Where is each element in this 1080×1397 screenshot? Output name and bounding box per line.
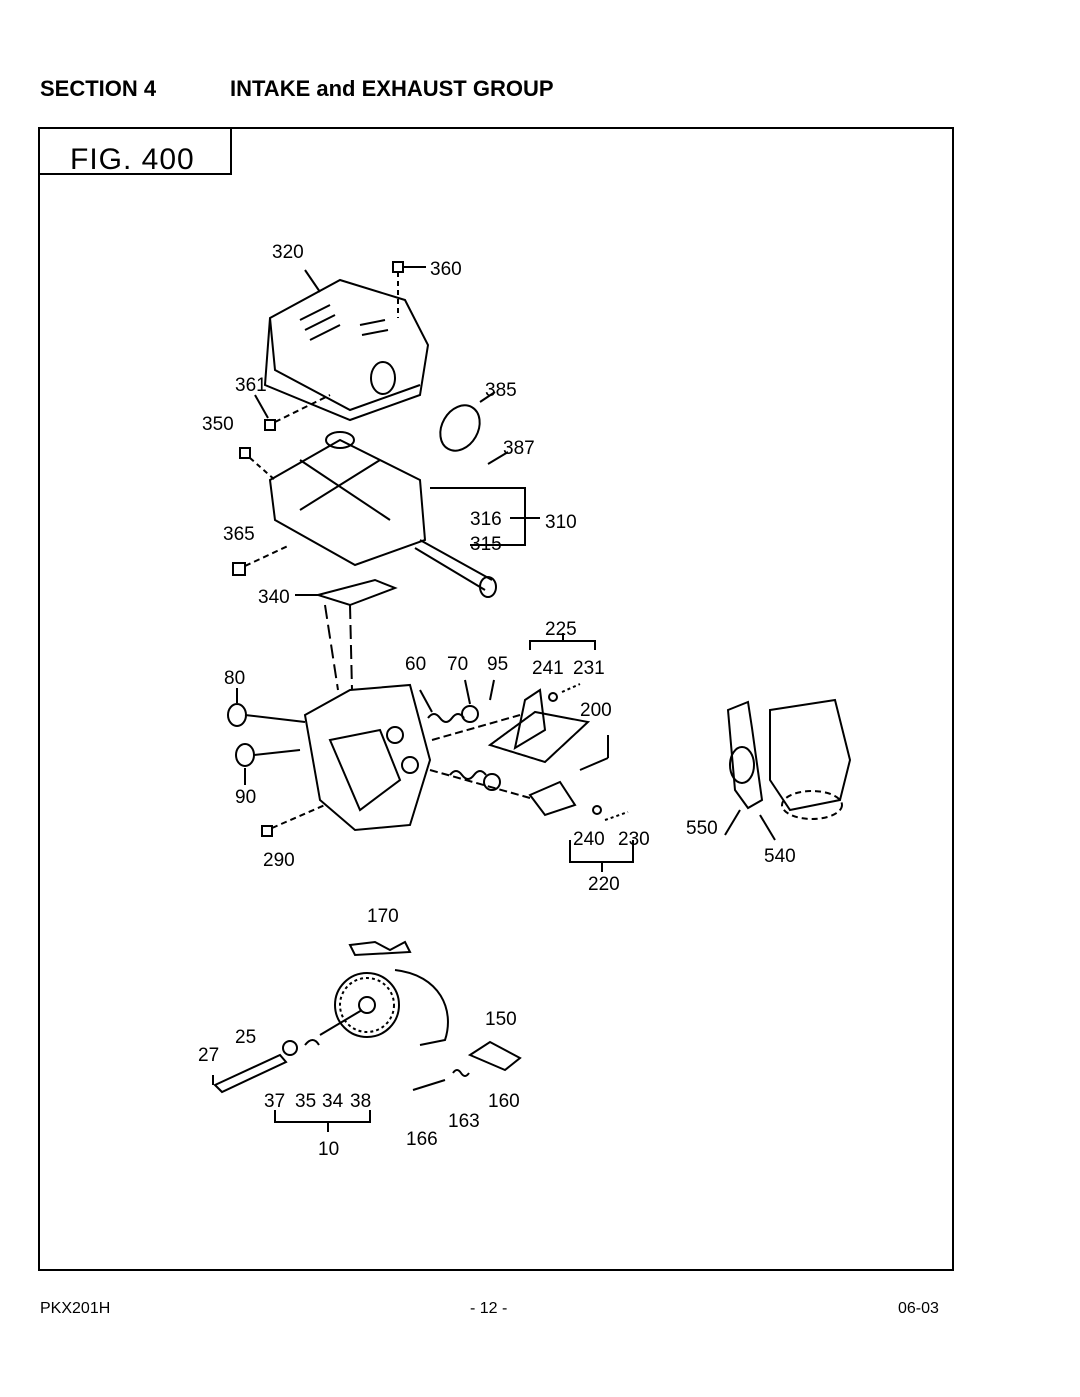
- callout-90: 90: [235, 787, 256, 808]
- section-title: INTAKE and EXHAUST GROUP: [230, 76, 554, 101]
- callout-316: 316: [470, 509, 502, 530]
- callout-550: 550: [686, 818, 718, 839]
- callout-231: 231: [573, 658, 605, 679]
- callout-166: 166: [406, 1129, 438, 1150]
- callout-numbers: 320 360 361 385 350 387 316 310 365 315 …: [198, 242, 796, 1160]
- section-number: SECTION 4: [40, 76, 157, 101]
- footer-model: PKX201H: [40, 1300, 111, 1317]
- exhaust-gasket: [295, 578, 398, 607]
- callout-240: 240: [573, 829, 605, 850]
- callout-10: 10: [318, 1139, 339, 1160]
- callout-95: 95: [487, 654, 508, 675]
- callout-385: 385: [485, 380, 517, 401]
- callout-80: 80: [224, 668, 245, 689]
- callout-70: 70: [447, 654, 468, 675]
- carburetor: [724, 698, 852, 841]
- intake-valve: [227, 688, 306, 727]
- callout-150: 150: [485, 1009, 517, 1030]
- figure-frame: FIG. 400: [38, 127, 954, 1271]
- figure-label-box: FIG. 400: [40, 129, 232, 176]
- callout-37: 37: [264, 1091, 285, 1112]
- callout-60: 60: [405, 654, 426, 675]
- rocker-arm-assembly: [487, 633, 634, 872]
- callout-361: 361: [235, 375, 267, 396]
- callout-350: 350: [202, 414, 234, 435]
- callout-365: 365: [223, 524, 255, 545]
- callout-230: 230: [618, 829, 650, 850]
- bolt-360: [392, 261, 426, 318]
- tail-pipe: [414, 539, 497, 598]
- muffler-body: [239, 431, 427, 567]
- callout-170: 170: [367, 906, 399, 927]
- callout-340: 340: [258, 587, 290, 608]
- callout-35: 35: [295, 1091, 316, 1112]
- callout-320: 320: [272, 242, 304, 263]
- callout-34: 34: [322, 1091, 344, 1112]
- callout-360: 360: [430, 259, 462, 280]
- bolt-361: [254, 394, 331, 431]
- callout-200: 200: [580, 700, 612, 721]
- footer-page-number: - 12 -: [470, 1300, 508, 1317]
- callout-310: 310: [545, 512, 577, 533]
- callout-27: 27: [198, 1045, 219, 1066]
- spark-screen: [439, 391, 509, 465]
- cylinder-head: [303, 683, 432, 832]
- exhaust-valve: [235, 743, 301, 785]
- callout-225: 225: [545, 619, 577, 640]
- camshaft-gear: [212, 940, 522, 1132]
- callout-163: 163: [448, 1111, 480, 1132]
- callout-25: 25: [235, 1027, 256, 1048]
- footer-date: 06-03: [898, 1300, 939, 1317]
- callout-290: 290: [263, 850, 295, 871]
- figure-label: FIG. 400: [70, 143, 195, 176]
- callout-38: 38: [350, 1091, 371, 1112]
- callout-387: 387: [503, 438, 535, 459]
- muffler-cover: [263, 269, 430, 422]
- callout-540: 540: [764, 846, 796, 867]
- callout-220: 220: [588, 874, 620, 895]
- callout-315: 315: [470, 534, 502, 555]
- callout-241: 241: [532, 658, 564, 679]
- callout-160: 160: [488, 1091, 520, 1112]
